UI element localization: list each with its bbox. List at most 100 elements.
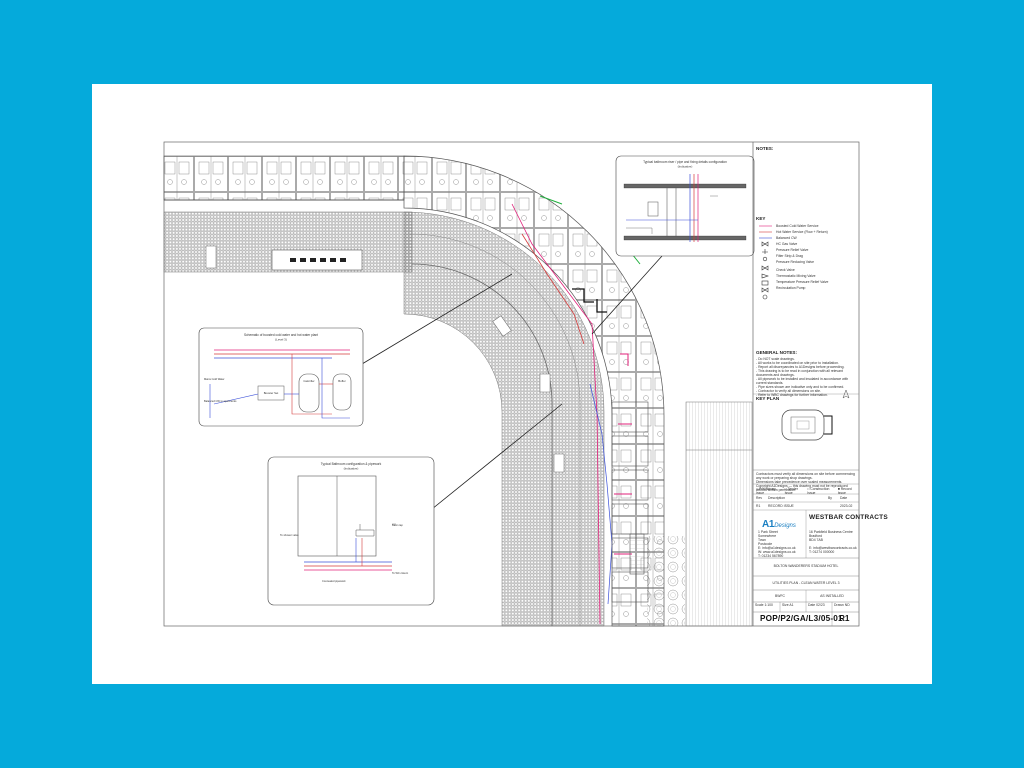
drawing-title: UTILITIES PLAN - CLEAN WATER LEVEL 3 (772, 581, 840, 585)
client-address-line: 16 Parkfield Business Centre (809, 530, 853, 534)
client-name: WESTBAR CONTRACTS (809, 514, 888, 521)
date-label: Date (808, 603, 816, 607)
designer-address-line: 1 Park Street (758, 530, 778, 534)
concealed-pipework-label: Concealed pipework (322, 579, 346, 583)
package-label: AS INSTALLED (820, 594, 844, 598)
designer-address-line: Town (758, 538, 766, 542)
balanced-cw-label: Balanced CW to apartments (204, 399, 237, 403)
cell-rev: R1 (756, 504, 761, 508)
general-note: - Pipe sizes shown are indicative only a… (756, 385, 845, 389)
designer-contact-line: T: 01234 567890 (758, 554, 784, 558)
hot-water-route (521, 233, 585, 345)
buffer-vessel (332, 373, 352, 411)
col-rev: Rev (756, 496, 763, 500)
cold-water-route (589, 383, 613, 605)
leader-line-bottom (431, 403, 563, 510)
drawing-sheet: Typical bathroom riser / pipe and fixing… (92, 84, 932, 684)
table-row: R1 RECORD ISSUE 2023-02 (756, 504, 858, 508)
designer-contact: E: info@a1designs.co.uk W: www.a1designs… (758, 546, 804, 558)
cell-date: 2023-02 (840, 504, 853, 508)
drawn-label: Drawn (834, 603, 844, 607)
apartment-blocks (611, 401, 649, 603)
floor-plan-drawing: Typical bathroom riser / pipe and fixing… (163, 141, 860, 627)
designer-address-line: Postcode (758, 542, 773, 546)
client-contact-line: T: 01274 000000 (809, 550, 835, 554)
legend-item: Boosted Cold Water Service (776, 224, 819, 228)
basin-icon (355, 529, 375, 537)
top-detail-title: Typical bathroom riser / pipe and fixing… (643, 160, 727, 164)
col-date: Date (840, 496, 848, 500)
cell-by (828, 504, 840, 508)
designer-address-line: Somewhere (758, 534, 777, 538)
drawn-value: ND (844, 603, 850, 607)
key-plan-heading: KEY PLAN (756, 396, 780, 401)
size-field: Size A1 (782, 603, 806, 607)
col-description: Description (768, 496, 785, 500)
designer-address: 1 Park Street Somewhere Town Postcode (758, 530, 804, 546)
legend-item: Recirculation Pump (776, 286, 806, 290)
legend-item: Thermostatic Mixing Valve (776, 274, 816, 278)
wc-cistern-label: To WC cistern (392, 571, 409, 575)
legend-item: Hot Water Service (Flow + Return) (776, 230, 828, 234)
general-note: - All pipework to be installed and insul… (756, 377, 849, 385)
scale-value: 1:100 (764, 603, 773, 607)
revision-note: Dimensions take precedence over scaled m… (756, 480, 843, 484)
adjacent-building-hatch (685, 401, 753, 627)
stand-seating-curve (403, 211, 605, 627)
scale-field: Scale 1:100 (755, 603, 779, 607)
key-heading: KEY (756, 216, 766, 221)
general-note: - This drawing is to be read in conjunct… (756, 369, 843, 377)
col-by: By (828, 496, 832, 500)
scale-label: Scale (755, 603, 764, 607)
revision-note: Copyright A1Designs — this drawing must … (756, 484, 848, 492)
key-plan-drawing (781, 389, 850, 441)
revision-note: Contractors must verify all dimensions o… (756, 472, 855, 480)
client-address-line: BD4 7AB (809, 538, 823, 542)
designer-contact-line: E: info@a1designs.co.uk (758, 546, 796, 550)
booster-set-box (257, 385, 285, 401)
general-note: - All works to be coordinated on site pr… (756, 361, 839, 365)
notes-heading: NOTES: (756, 146, 774, 151)
bottom-detail-subtitle: (Indicative) (344, 467, 359, 471)
status-option[interactable]: □ Construction Issue (807, 487, 830, 495)
hotel-room-curve (403, 155, 665, 627)
status-option[interactable]: □ Tender Issue (784, 487, 798, 495)
size-value: A1 (789, 603, 794, 607)
shower-valve-label: To shower valve (280, 533, 299, 537)
status-option[interactable]: □ Preliminary Issue (756, 487, 776, 495)
revision-notes: Contractors must verify all dimensions o… (756, 472, 856, 492)
bottom-detail-title: Typical Bathroom configuration & pipewor… (321, 462, 382, 466)
logo-designs-text: Designs (774, 523, 796, 529)
leader-line-left (361, 273, 513, 365)
detail-callout-bottom (267, 456, 435, 606)
top-detail-subtitle: (Indicative) (678, 165, 693, 169)
date-field: Date 02/23 (808, 603, 832, 607)
client-contact-line: E: info@westbarcontracts.co.uk (809, 546, 857, 550)
drawing-number: POP/P2/GA/L3/05-01 (760, 614, 843, 623)
date-value: 02/23 (816, 603, 825, 607)
legend-item: Filter Strip & Drag (776, 254, 803, 258)
general-note: - Refer to WBC drawings for further info… (756, 393, 828, 397)
status-checkboxes: □ Preliminary Issue □ Tender Issue □ Con… (756, 487, 858, 495)
revision-code: R1 (839, 614, 850, 623)
detail-callout-top (615, 155, 755, 257)
general-note: - Contractor to verify all dimensions on… (756, 389, 822, 393)
designer-logo: A1Designs (762, 514, 796, 532)
leader-line-top (591, 255, 663, 335)
cell-description: RECORD ISSUE (768, 504, 794, 508)
legend-item: Pressure Reducing Valve (776, 260, 815, 264)
general-note: - Report all discrepancies to A1Designs … (756, 365, 845, 369)
status-option[interactable]: ■ Record Issue (837, 487, 852, 495)
project-label: BOLTON WANDERERS STADIUM HOTEL (773, 564, 839, 568)
north-arrow-icon (842, 389, 850, 399)
size-label: Size (782, 603, 789, 607)
legend-list: Boosted Cold Water Service Hot Water Ser… (776, 224, 856, 292)
buffer-label: Buffer (338, 379, 345, 383)
legend-item: HC Gas Valve (776, 242, 798, 246)
general-notes-heading: GENERAL NOTES: (756, 350, 798, 355)
hotel-room-row-top (163, 155, 405, 201)
legend-item: Temperature Pressure Relief Valve (776, 280, 829, 284)
basin-tap-label: Basin tap (392, 523, 403, 527)
legend-item: Balanced CW (776, 236, 797, 240)
designer-contact-line: W: www.a1designs.co.uk (758, 550, 796, 554)
